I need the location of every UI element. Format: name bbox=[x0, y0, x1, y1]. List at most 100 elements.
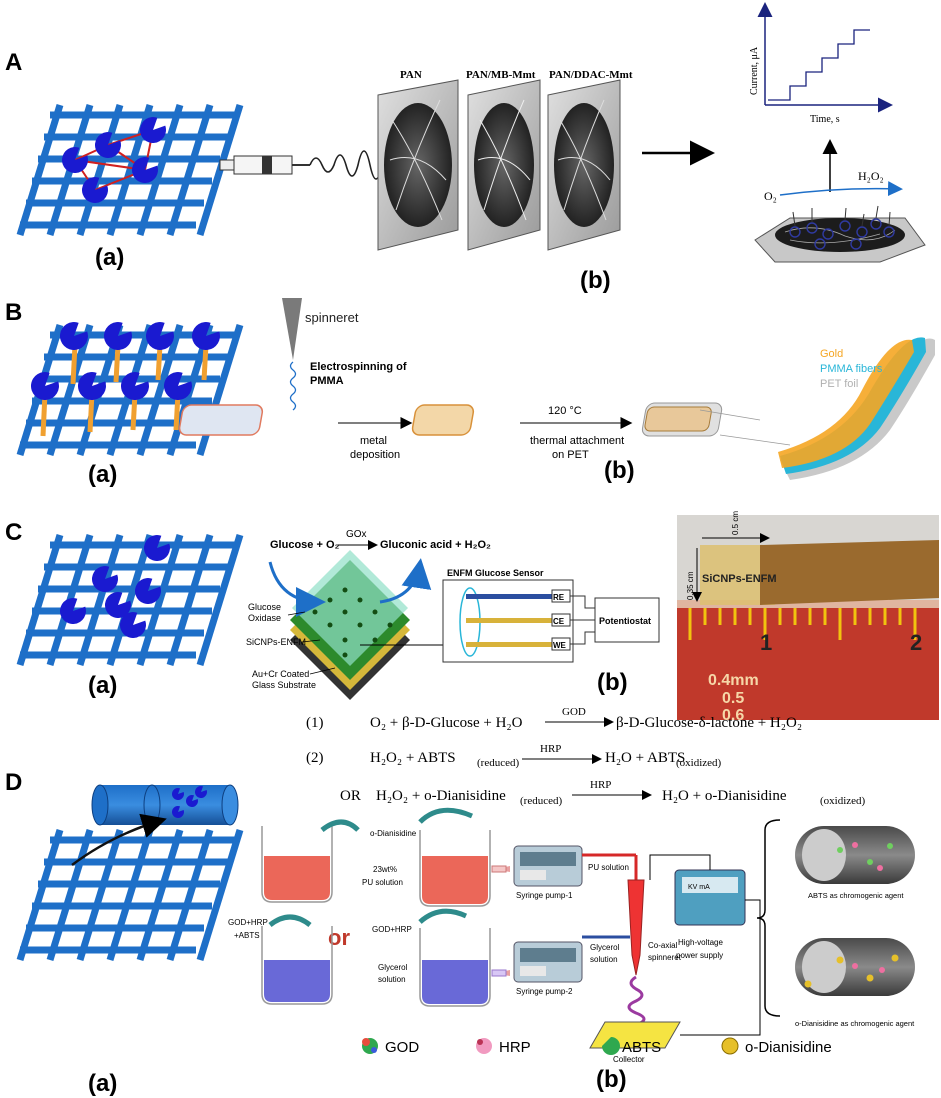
electrospinning-label-1: Electrospinning of bbox=[310, 361, 407, 373]
label-god-hrp-abts-1: GOD+HRP bbox=[228, 918, 268, 927]
o-dianisidine-legend-icon bbox=[721, 1037, 739, 1055]
label-coaxial-2: spinneret bbox=[648, 953, 682, 962]
substrate-3 bbox=[641, 402, 723, 437]
panel-a: A (a) bbox=[5, 2, 926, 294]
panel-b-sub-a: (a) bbox=[88, 461, 117, 488]
label-pu-pct: 23wt% bbox=[373, 865, 397, 874]
ruler-photo: SiCNPs-ENFM 0.5 cm 0.35 cm 1 2 0.4mm 0.5… bbox=[677, 511, 939, 724]
label-pump-2: Syringe pump-2 bbox=[516, 987, 573, 996]
label-glycerol-line-1: Glycerol bbox=[590, 943, 620, 952]
sensor-title: ENFM Glucose Sensor bbox=[447, 568, 544, 578]
panel-a-sub-b: (b) bbox=[580, 267, 611, 294]
photo-dim-height: 0.35 cm bbox=[686, 571, 695, 600]
graph-xlabel: Time, s bbox=[810, 114, 840, 125]
beaker-red-1 bbox=[261, 826, 333, 903]
electrospinning-label-2: PMMA bbox=[310, 375, 344, 387]
jet-b bbox=[289, 361, 297, 411]
label-pump-1: Syringe pump-1 bbox=[516, 891, 573, 900]
arrow-into-tube bbox=[71, 813, 167, 867]
thermal-label-1: thermal attachment bbox=[530, 435, 624, 447]
label-pu-line: PU solution bbox=[588, 863, 629, 872]
legend-abts: ABTS bbox=[622, 1039, 661, 1056]
label-abts-agent: ABTS as chromogenic agent bbox=[808, 891, 904, 900]
panel-b: B (a) spinneret Electrospinning of PMMA bbox=[5, 298, 935, 488]
eq3-lhs-sub: (reduced) bbox=[520, 795, 562, 807]
capsule-abts bbox=[795, 826, 915, 884]
syringe-pump-2 bbox=[513, 941, 583, 983]
abts-legend-icon bbox=[602, 1037, 620, 1055]
label-collector: Collector bbox=[613, 1055, 645, 1064]
legend-god: GOD bbox=[385, 1039, 419, 1056]
label-sub-1: Au+Cr Coated bbox=[252, 669, 309, 679]
graph-ylabel: Current, μA bbox=[749, 46, 760, 95]
eq1-num: (1) bbox=[306, 715, 324, 731]
membrane-pan-ddac-mmt bbox=[547, 79, 621, 251]
eq2-num: (2) bbox=[306, 750, 324, 766]
reaction-left: Glucose + O₂ bbox=[270, 539, 339, 551]
label-h2o2-a: H₂O₂ bbox=[858, 169, 884, 183]
equations: (1) O₂ + β-D-Glucose + H₂O GOD β-D-Gluco… bbox=[306, 706, 866, 807]
eq1-rhs: β-D-Glucose-δ-lactone + H₂O₂ bbox=[616, 715, 802, 731]
photo-dim-width: 0.5 cm bbox=[731, 511, 740, 535]
panel-d-letter: D bbox=[5, 769, 22, 796]
panel-c: C (a) Glucose + O₂ GOx bbox=[5, 511, 939, 724]
eq2-cat: HRP bbox=[540, 743, 561, 755]
substrate-2 bbox=[411, 404, 475, 436]
panel-c-sub-a: (a) bbox=[88, 672, 117, 699]
label-gox-2: Oxidase bbox=[248, 613, 281, 623]
spinneret-cone bbox=[282, 298, 302, 360]
membrane-pan-mb-mmt bbox=[467, 79, 541, 251]
membrane-label-2: PAN/DDAC-Mmt bbox=[549, 69, 633, 81]
potentiostat-label: Potentiostat bbox=[599, 616, 651, 626]
panel-a-sub-a: (a) bbox=[95, 244, 124, 271]
electrode-re: RE bbox=[553, 593, 565, 602]
label-sicnps: SiCNPs-ENFM bbox=[246, 637, 306, 647]
panel-a-letter: A bbox=[5, 49, 22, 76]
eq3-cat: HRP bbox=[590, 779, 611, 791]
label-odianisidine: o-Dianisidine bbox=[370, 829, 417, 838]
photo-sample-label: SiCNPs-ENFM bbox=[702, 573, 777, 585]
ruler-text-3: 0.6 bbox=[722, 707, 744, 724]
panel-d-sub-a: (a) bbox=[88, 1070, 117, 1097]
eq2-lhs: H₂O₂ + ABTS bbox=[370, 750, 456, 766]
panel-b-sub-b: (b) bbox=[604, 457, 635, 484]
eq2-rhs-sub: (oxidized) bbox=[676, 757, 722, 769]
curve-arrow-right bbox=[379, 558, 432, 604]
label-gox-1: Glucose bbox=[248, 602, 281, 612]
curve-arrow-left bbox=[268, 561, 326, 617]
label-glycerol-2: solution bbox=[378, 975, 406, 984]
staircase-line bbox=[768, 29, 870, 101]
ruler-text-1: 0.4mm bbox=[708, 672, 759, 689]
ruler-text-2: 0.5 bbox=[722, 690, 744, 707]
label-hv-2: power supply bbox=[676, 951, 723, 960]
potentiostat-box bbox=[594, 597, 660, 643]
current-time-graph: Current, μA Time, s bbox=[749, 2, 893, 125]
eq3-rhs: H₂O + o-Dianisidine bbox=[662, 788, 787, 804]
panel-d: D (a) (1) O₂ + β-D-Glucose + H₂O GOD β-D… bbox=[5, 706, 915, 1097]
panel-d-legend: GOD HRP ABTS o-Dianisidine bbox=[362, 1037, 832, 1056]
eq3-rhs-sub: (oxidized) bbox=[820, 795, 866, 807]
label-god-hrp-abts-2: +ABTS bbox=[234, 931, 260, 940]
electrode-ce: CE bbox=[553, 617, 565, 626]
spinneret-label: spinneret bbox=[305, 310, 359, 325]
capsule-odia bbox=[795, 938, 915, 996]
membrane-label-1: PAN/MB-Mmt bbox=[466, 69, 536, 81]
syringe bbox=[219, 150, 383, 180]
label-o2-a: O₂ bbox=[764, 189, 777, 203]
panel-c-mesh bbox=[20, 535, 240, 665]
reaction-enzyme: GOx bbox=[346, 529, 367, 540]
reaction-right: Gluconic acid + H₂O₂ bbox=[380, 539, 491, 551]
beaker-blue-1 bbox=[261, 926, 333, 1005]
panel-b-letter: B bbox=[5, 299, 22, 326]
setup-diagram: or o-Dianisidine 23wt% PU solution GOD+H… bbox=[228, 807, 915, 1064]
ruler-mark-1: 1 bbox=[760, 630, 772, 655]
panel-c-sub-b: (b) bbox=[597, 669, 628, 696]
substrate-1 bbox=[178, 404, 264, 436]
membrane-label-0: PAN bbox=[400, 69, 422, 81]
label-pu-solution: PU solution bbox=[362, 878, 403, 887]
metal-label-1: metal bbox=[360, 435, 387, 447]
label-odia-agent: o-Dianisidine as chromogenic agent bbox=[795, 1019, 915, 1028]
o2-h2o2-arc bbox=[779, 181, 903, 197]
legend-hrp: HRP bbox=[499, 1039, 531, 1056]
eq2-lhs-sub: (reduced) bbox=[477, 757, 519, 769]
